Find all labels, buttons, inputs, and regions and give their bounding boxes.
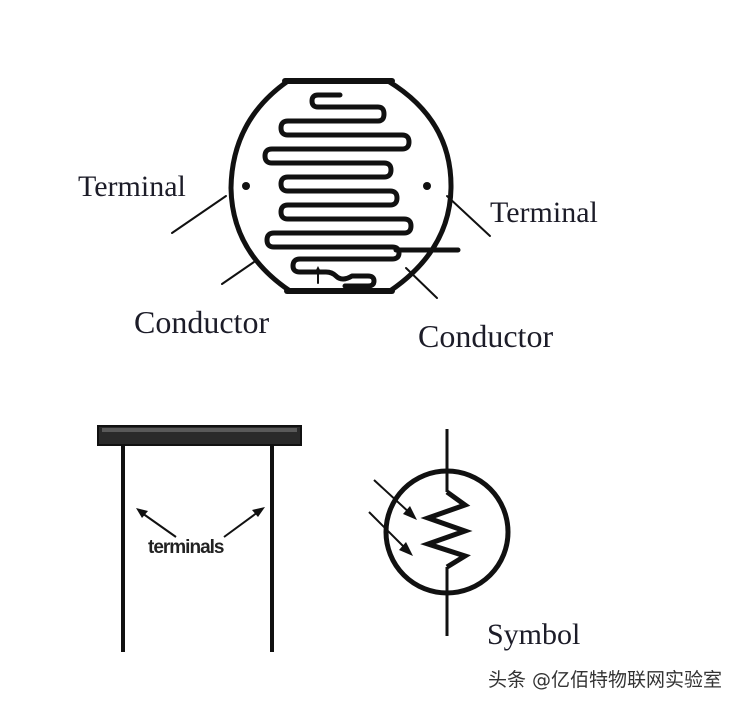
pointer-terminal-left [171,195,227,234]
label-symbol: Symbol [487,618,581,651]
label-terminal-right: Terminal [490,196,598,229]
pointer-conductor-left [221,261,255,285]
pointer-conductor-right [405,267,438,299]
label-conductor-right: Conductor [418,318,554,354]
label-terminal-left: Terminal [78,170,186,203]
ldr-top-view [171,78,491,299]
conductor-track-icon [262,92,414,289]
watermark: 头条 @亿佰特物联网实验室 [488,669,723,691]
terminal-dot-right [423,182,431,190]
label-conductor-left: Conductor [134,304,270,340]
terminal-dot-left [242,182,250,190]
resistor-zigzag-icon [420,489,473,570]
label-terminals: terminals [148,537,224,558]
light-arrow-1 [373,479,413,516]
ldr-circuit-symbol [368,429,511,636]
light-arrow-2 [368,511,409,552]
pointer-terminal-right [446,195,491,237]
arrow-left-icon [136,508,148,518]
arrow-right-icon [252,507,265,517]
ldr-side-view [97,425,302,652]
